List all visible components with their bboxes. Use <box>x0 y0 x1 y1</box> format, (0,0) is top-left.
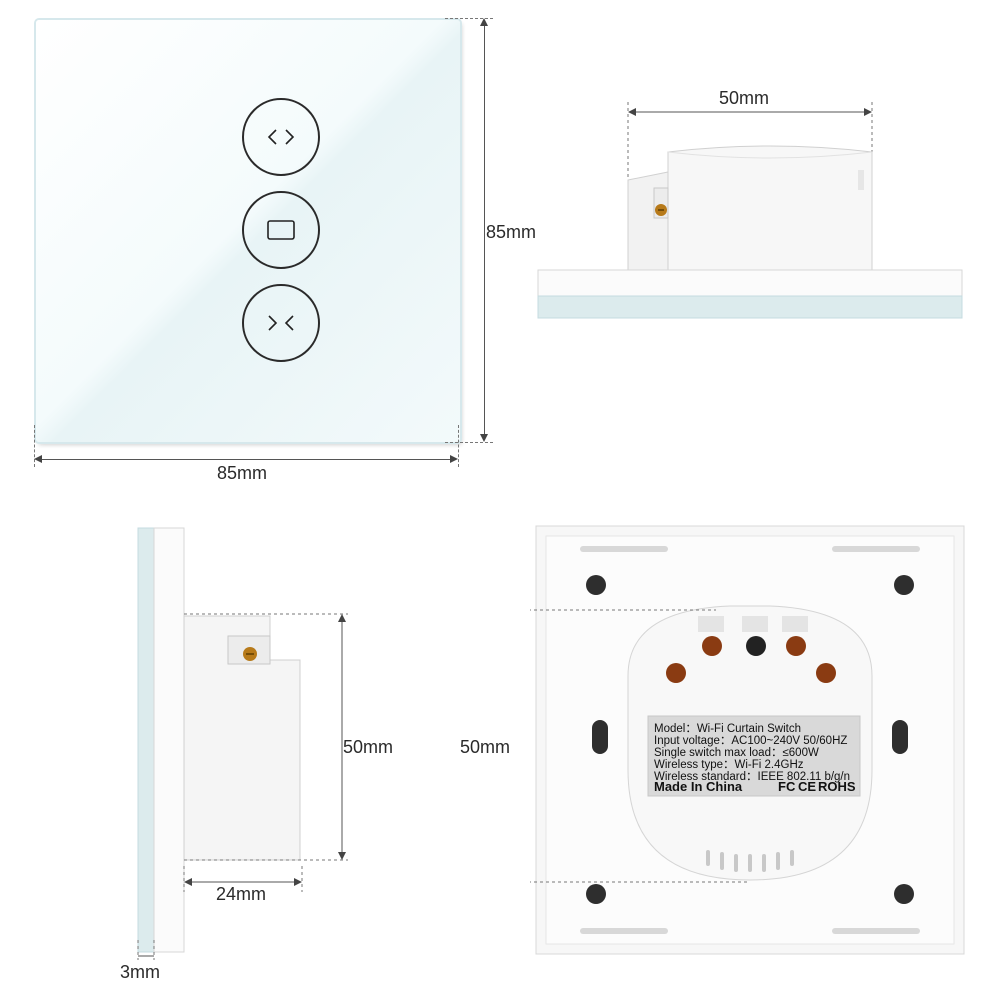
arrow-right-icon <box>450 455 458 463</box>
dim-guide <box>458 425 459 467</box>
side-box-label: 24mm <box>216 884 267 904</box>
front-height-label: 85mm <box>486 222 537 242</box>
curtain-close-button[interactable] <box>242 284 320 362</box>
open-icon <box>267 129 295 145</box>
label-voltage: Input voltage：AC100~240V 50/60HZ <box>654 735 848 747</box>
fc-mark: FC <box>778 779 796 794</box>
side-depth-label: 50mm <box>343 737 394 757</box>
dim-line <box>38 459 454 460</box>
stop-icon <box>267 220 295 240</box>
back-height-label: 50mm <box>460 737 511 757</box>
dim-line <box>484 22 485 438</box>
arrow-down-icon <box>480 434 488 442</box>
dim-guide <box>34 425 35 467</box>
ce-mark: CE <box>798 779 817 794</box>
dim-guide <box>445 18 493 19</box>
arrow-up-icon <box>480 18 488 26</box>
glass-thickness-label: 3mm <box>120 962 160 982</box>
front-width-label: 85mm <box>217 463 268 483</box>
top-depth-label: 50mm <box>719 88 770 108</box>
label-model: Model：Wi-Fi Curtain Switch <box>654 723 801 735</box>
switch-back-view <box>530 525 965 955</box>
arrow-left-icon <box>34 455 42 463</box>
switch-front-panel <box>36 20 460 442</box>
rohs-mark: ROHS <box>818 779 856 794</box>
label-wireless-type: Wireless type：Wi-Fi 2.4GHz <box>654 759 804 771</box>
label-max-load: Single switch max load：≤600W <box>654 747 819 759</box>
close-icon <box>268 315 294 331</box>
switch-top-view <box>537 102 963 319</box>
curtain-open-button[interactable] <box>242 98 320 176</box>
label-wireless-standard: Wireless standard：IEEE 802.11 b/g/n <box>654 771 851 783</box>
curtain-stop-button[interactable] <box>242 191 320 269</box>
dim-guide <box>445 442 493 443</box>
label-made-in: Made In China <box>654 779 743 794</box>
switch-side-view <box>137 527 348 960</box>
